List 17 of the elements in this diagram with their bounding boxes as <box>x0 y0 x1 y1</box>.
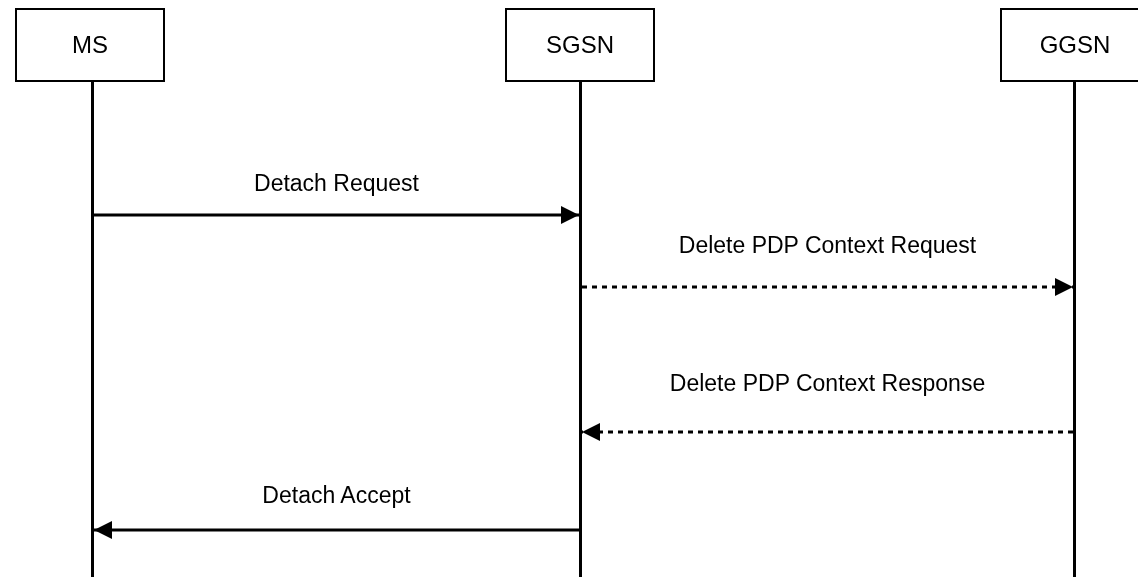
message-label: Detach Accept <box>262 482 411 509</box>
participant-box <box>15 8 165 82</box>
arrow <box>94 521 579 539</box>
dashed-arrow <box>582 278 1073 296</box>
participant-box <box>505 8 655 82</box>
arrow <box>94 206 579 224</box>
participant-name: SGSN <box>546 31 614 59</box>
participant-name: GGSN <box>1039 31 1111 59</box>
participant-box <box>1000 8 1138 82</box>
lifeline <box>579 82 582 577</box>
message-label: Detach Request <box>254 170 419 197</box>
lifeline <box>1073 82 1076 577</box>
dashed-arrow <box>582 423 1073 441</box>
message-label: Delete PDP Context Request <box>678 232 977 259</box>
message-label: Delete PDP Context Response <box>669 370 986 397</box>
participant-name: MS <box>72 31 108 59</box>
lifeline <box>91 82 94 577</box>
